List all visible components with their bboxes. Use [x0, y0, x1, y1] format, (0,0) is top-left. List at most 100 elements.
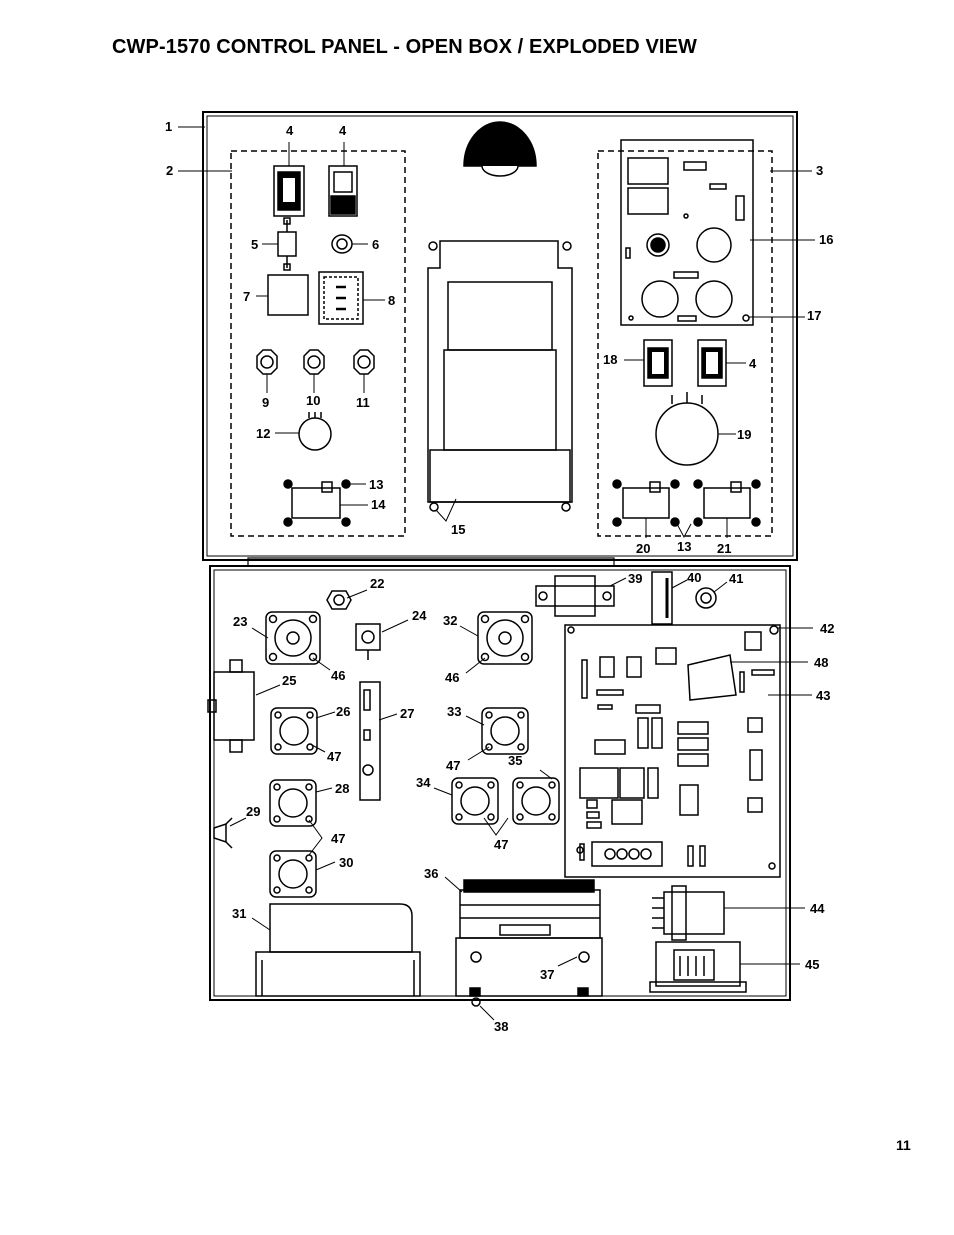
- page-number: 11: [896, 1137, 911, 1153]
- page-title: CWP-1570 CONTROL PANEL - OPEN BOX / EXPL…: [112, 36, 697, 58]
- callout-31: 31: [232, 906, 246, 921]
- callout-35: 35: [508, 753, 522, 768]
- component-31: [255, 903, 421, 997]
- connector-34: [451, 777, 499, 825]
- connector-32: [477, 611, 533, 665]
- center-transformer-assembly: [427, 240, 573, 512]
- callout-43: 43: [816, 688, 830, 703]
- callout-47a: 47: [327, 749, 341, 764]
- callout-36: 36: [424, 866, 438, 881]
- connector-30: [269, 850, 317, 898]
- callout-13b: 13: [677, 539, 691, 554]
- callout-32: 32: [443, 613, 457, 628]
- board-27: [359, 681, 381, 801]
- callout-47b: 47: [331, 831, 345, 846]
- fuse-holder-5: [277, 217, 297, 271]
- callout-7: 7: [243, 289, 250, 304]
- callout-29: 29: [246, 804, 260, 819]
- callout-4a: 4: [286, 123, 294, 138]
- callout-labels: 1 2 3 4 4 5 6 7 8 9 10 11 12 13 14 15 16…: [165, 119, 834, 1034]
- strain-relief-22: [326, 590, 352, 610]
- fuse-41: [695, 587, 717, 609]
- callout-40: 40: [687, 570, 701, 585]
- callout-14: 14: [371, 497, 386, 512]
- callout-46a: 46: [331, 668, 345, 683]
- lamp-29: [213, 817, 233, 849]
- callout-17: 17: [807, 308, 821, 323]
- leader-lines: [178, 126, 815, 1021]
- terminal-block-45: [649, 941, 747, 993]
- left-door-subpanel: [230, 150, 406, 537]
- callout-25: 25: [282, 673, 296, 688]
- callout-21: 21: [717, 541, 731, 556]
- switch-4a: [273, 165, 305, 217]
- relay-14: [283, 479, 351, 527]
- connector-28: [269, 779, 317, 827]
- relay-44: [652, 885, 725, 941]
- callout-38: 38: [494, 1019, 508, 1034]
- filter-25: [207, 659, 255, 753]
- pilot-light-6: [331, 234, 353, 254]
- callout-9: 9: [262, 395, 269, 410]
- callout-8: 8: [388, 293, 395, 308]
- connector-33: [481, 707, 529, 755]
- callout-41: 41: [729, 571, 743, 586]
- callout-2: 2: [166, 163, 173, 178]
- display-8: [318, 271, 364, 325]
- relay-21: [693, 479, 761, 527]
- callout-15: 15: [451, 522, 465, 537]
- callout-24: 24: [412, 608, 427, 623]
- callout-44: 44: [810, 901, 825, 916]
- callout-11: 11: [356, 395, 370, 410]
- callout-30: 30: [339, 855, 353, 870]
- potentiometer-19: [655, 392, 719, 466]
- dome-light: [463, 121, 537, 177]
- callout-45: 45: [805, 957, 819, 972]
- connector-26: [270, 707, 318, 755]
- callout-13a: 13: [369, 477, 383, 492]
- callout-10: 10: [306, 393, 320, 408]
- callout-3: 3: [816, 163, 823, 178]
- receptacle-11: [353, 349, 375, 375]
- connector-23: [265, 611, 321, 665]
- callout-34: 34: [416, 775, 431, 790]
- potentiometer-12: [298, 412, 332, 451]
- main-board-43: [564, 624, 781, 878]
- callout-39: 39: [628, 571, 642, 586]
- callout-42: 42: [820, 621, 834, 636]
- callout-16: 16: [819, 232, 833, 247]
- callout-33: 33: [447, 704, 461, 719]
- callout-18: 18: [603, 352, 617, 367]
- callout-26: 26: [336, 704, 350, 719]
- callout-20: 20: [636, 541, 650, 556]
- bracket-40: [651, 571, 673, 625]
- callout-47c: 47: [446, 758, 460, 773]
- switch-24: [355, 623, 381, 660]
- pcb-16: [620, 139, 754, 326]
- callout-27: 27: [400, 706, 414, 721]
- switch-18: [643, 339, 673, 387]
- switch-4b: [328, 165, 358, 217]
- connector-35: [512, 777, 560, 825]
- callout-47d: 47: [494, 837, 508, 852]
- callout-4c: 4: [749, 356, 757, 371]
- callout-48: 48: [814, 655, 828, 670]
- right-door-subpanel: [597, 150, 773, 537]
- callout-5: 5: [251, 237, 258, 252]
- callout-19: 19: [737, 427, 751, 442]
- callout-12: 12: [256, 426, 270, 441]
- callout-6: 6: [372, 237, 379, 252]
- callout-37: 37: [540, 967, 554, 982]
- component-7: [267, 274, 309, 316]
- receptacle-10: [303, 349, 325, 375]
- receptacle-9: [256, 349, 278, 375]
- drive-assembly-36: [455, 879, 603, 1007]
- transformer-39: [535, 575, 615, 617]
- callout-4b: 4: [339, 123, 347, 138]
- callout-28: 28: [335, 781, 349, 796]
- callout-46b: 46: [445, 670, 459, 685]
- callout-22: 22: [370, 576, 384, 591]
- switch-4c: [697, 339, 727, 387]
- callout-1: 1: [165, 119, 172, 134]
